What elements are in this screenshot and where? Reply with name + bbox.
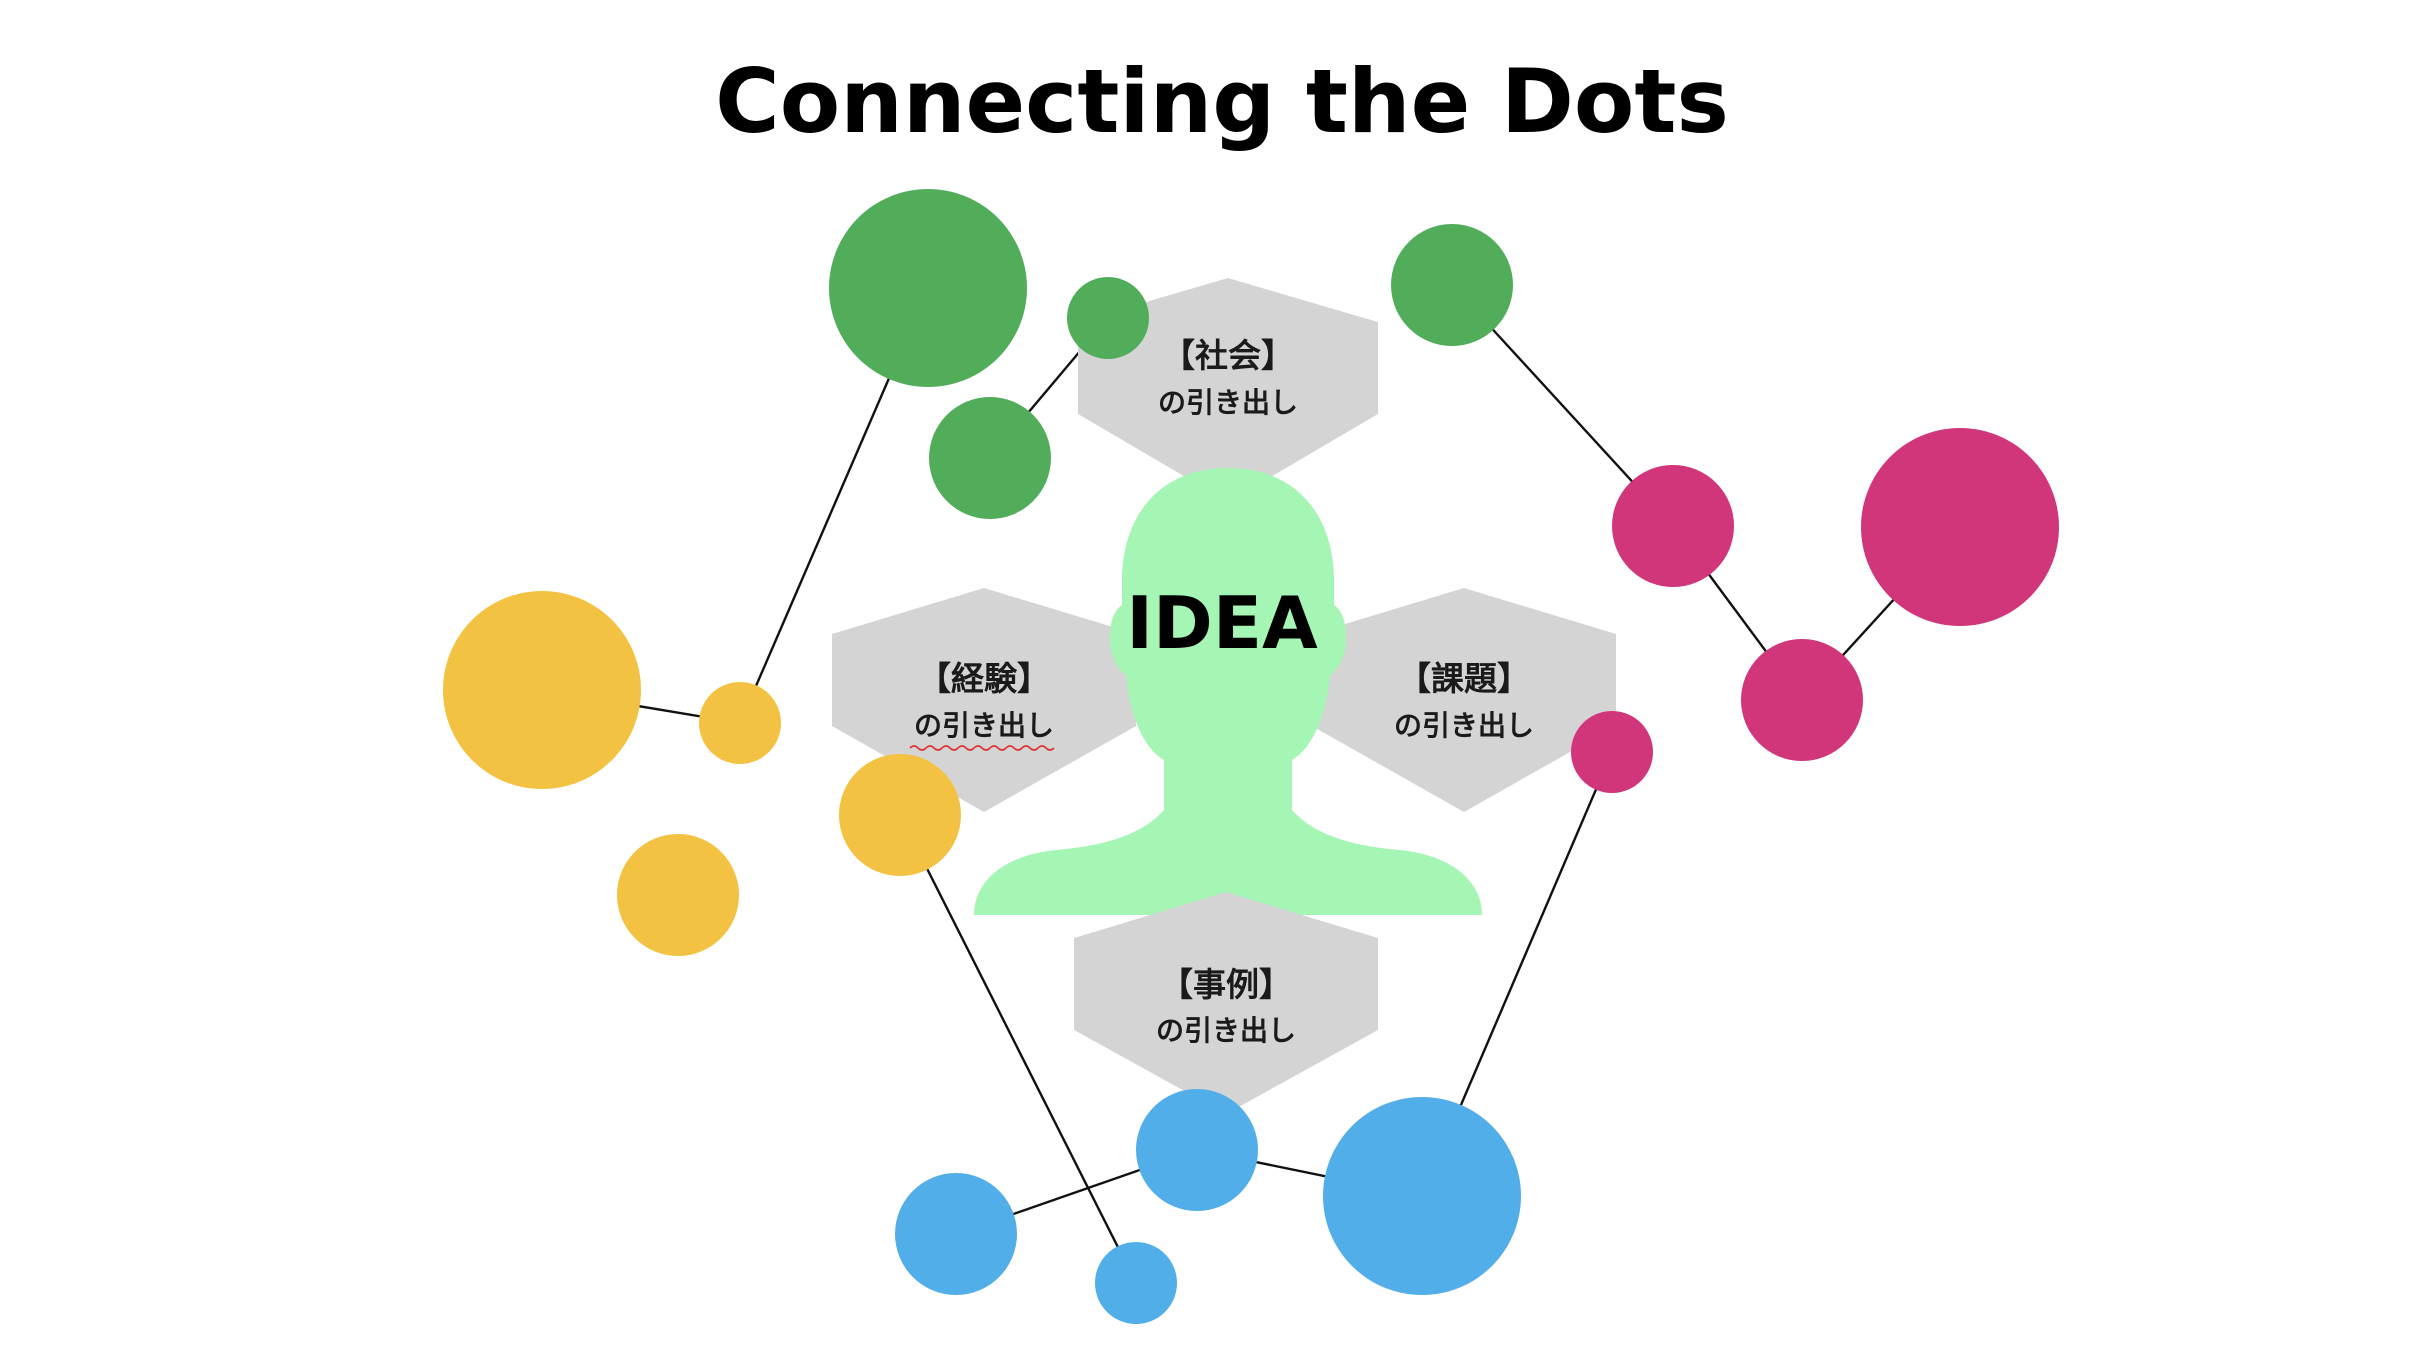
drawer-title: 【社会】 xyxy=(1162,336,1294,375)
drawer-title: 【事例】 xyxy=(1160,965,1292,1004)
green-dots xyxy=(829,189,1513,519)
green-dot xyxy=(929,397,1051,519)
yellow-dot xyxy=(617,834,739,956)
yellow-dot xyxy=(699,682,781,764)
idea-label: IDEA xyxy=(1126,581,1318,665)
spellcheck-underline xyxy=(909,745,1055,751)
drawer-title: 【課題】 xyxy=(1398,659,1530,698)
drawer-subtitle: の引き出し xyxy=(1156,1014,1296,1047)
blue-dot xyxy=(1136,1089,1258,1211)
drawer-subtitle: の引き出し xyxy=(1394,709,1534,742)
hexagon-shape xyxy=(1078,278,1378,502)
green-dot xyxy=(1067,277,1149,359)
drawer-cases: 【事例】 の引き出し xyxy=(1074,892,1378,1114)
drawer-subtitle: の引き出し xyxy=(914,709,1054,742)
hexagon-shape xyxy=(1074,892,1378,1114)
magenta-dot xyxy=(1571,711,1653,793)
connector-line xyxy=(898,814,1138,1284)
magenta-dot xyxy=(1612,465,1734,587)
magenta-dot xyxy=(1741,639,1863,761)
yellow-dot xyxy=(839,754,961,876)
magenta-dots xyxy=(1571,428,2059,793)
green-dot xyxy=(829,189,1027,387)
drawer-subtitle: の引き出し xyxy=(1158,386,1298,419)
blue-dot xyxy=(895,1173,1017,1295)
drawer-society: 【社会】 の引き出し xyxy=(1078,278,1378,502)
magenta-dot xyxy=(1861,428,2059,626)
idea-head: IDEA xyxy=(974,468,1482,915)
drawer-issues: 【課題】 の引き出し xyxy=(1312,588,1616,812)
page-title: Connecting the Dots xyxy=(715,50,1729,153)
green-dot xyxy=(1391,224,1513,346)
drawer-title: 【経験】 xyxy=(918,659,1050,698)
yellow-dot xyxy=(443,591,641,789)
blue-dot xyxy=(1095,1242,1177,1324)
blue-dot xyxy=(1323,1097,1521,1295)
yellow-dots xyxy=(443,591,961,956)
hexagon-shape xyxy=(1312,588,1616,812)
head-silhouette-shape xyxy=(974,468,1482,915)
blue-dots xyxy=(895,1089,1521,1324)
